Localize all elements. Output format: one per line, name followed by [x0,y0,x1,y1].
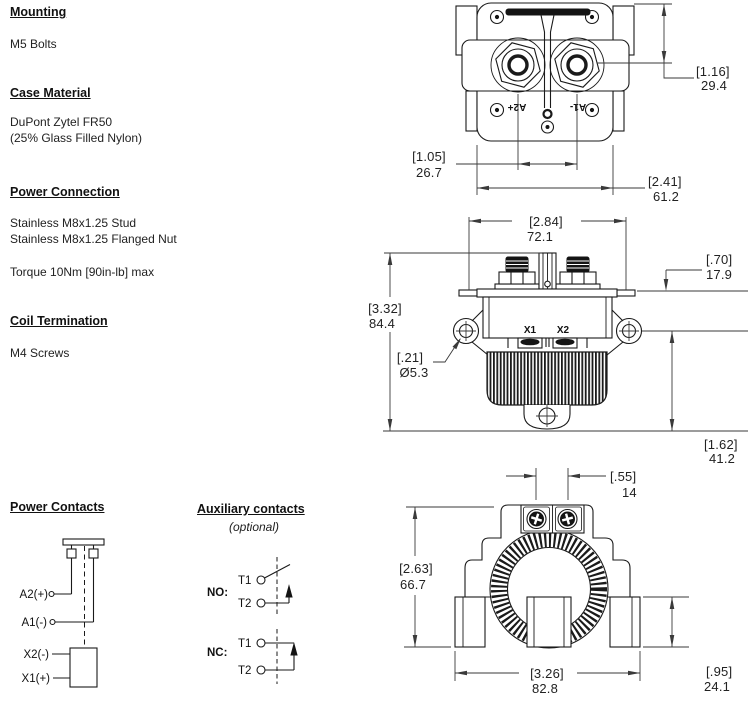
power-contact-label-a2: A2(+) [20,589,49,601]
top-view-body: A2+ A1- [455,2,635,142]
dim-foot-height-mm: 24.1 [704,679,730,694]
dim-stud-height-mm: 17.9 [706,267,732,282]
power-contact-label-x2: X2(-) [23,649,49,661]
dim-total-height-in: [3.32] [368,301,402,316]
dim-hole-mm: Ø5.3 [400,365,429,380]
coil-terminals [507,337,588,349]
dim-screw-spacing-in: [.55] [610,469,636,484]
aux-contacts-heading: Auxiliary contacts [197,502,305,516]
dim-lower-height-in: [1.62] [704,437,738,452]
case-material-heading: Case Material [10,86,91,100]
front-view-drawing: X1 X2 [2.84] 72.1 [.70] 17.9 [368,214,748,466]
dim-top-width-mm: 61.2 [653,189,679,204]
aux-no-label: NO: [207,587,228,599]
power-stud-left-front [494,256,540,291]
dim-hole-in: [.21] [397,350,423,365]
coil-termination-value: M4 Screws [10,346,70,360]
dim-foot-height-in: [.95] [706,664,732,679]
power-contacts-graphic [48,538,105,688]
coil-terminal-label-x2: X2 [557,325,570,336]
aux-no-graphic [256,557,293,615]
dim-lower-height-mm: 41.2 [709,451,735,466]
aux-nc-graphic [256,629,298,684]
dim-top-width-in: [2.41] [648,174,682,189]
aux-nc-t1-label: T1 [238,638,251,650]
dim-side-height-mm: 66.7 [400,577,426,592]
power-stud-right-front [555,256,601,291]
mounting-ear-left [452,308,489,356]
side-view-drawing: [.55] 14 [2.63] 66.7 [3.26] 82.8 [.95] 2… [399,468,732,696]
aux-nc-t2-label: T2 [238,665,251,677]
coil-terminal-label-x1: X1 [524,325,537,336]
coil-screw-housing [520,504,585,534]
power-connection-value-1: Stainless M8x1.25 Stud [10,216,137,230]
dim-screw-spacing-mm: 14 [622,485,637,500]
case-material-value-2: (25% Glass Filled Nylon) [10,131,143,145]
mounting-feet [454,596,641,648]
dim-side-height-in: [2.63] [399,561,433,576]
corner-screw-icons [489,9,600,118]
side-view-body [454,504,641,649]
terminal-label-a1: A1- [570,101,586,112]
aux-no-t1-label: T1 [238,575,251,587]
top-view-dimensions: [1.16] 29.4 [1.05] 26.7 [2.41] 61.2 [412,3,730,204]
power-contact-label-x1: X1(+) [22,673,51,685]
aux-nc-label: NC: [207,647,227,659]
power-contacts-schematic: A2(+) A1(-) X2(-) X1(+) [20,538,105,688]
power-connection-value-2: Stainless M8x1.25 Flanged Nut [10,232,177,246]
mounting-value: M5 Bolts [10,37,57,51]
front-view-body: X1 X2 [452,252,643,430]
coil-screw-icon-right [557,508,578,530]
dim-side-width-mm: 82.8 [532,681,558,696]
dim-front-width-in: [2.84] [529,214,563,229]
aux-contacts-schematic: NO: T1 T2 NC: T1 T2 [207,557,298,684]
dim-top-height-mm: 29.4 [701,78,727,93]
dim-top-height-in: [1.16] [696,64,730,79]
dim-front-width-mm: 72.1 [527,229,553,244]
mounting-ear-right [606,308,643,356]
dim-stud-spacing-mm: 26.7 [416,165,442,180]
aux-no-t2-label: T2 [238,598,251,610]
coil-termination-heading: Coil Termination [10,314,108,328]
center-post [538,252,557,290]
dim-stud-spacing-in: [1.05] [412,149,446,164]
case-material-value-1: DuPont Zytel FR50 [10,115,113,129]
power-contact-label-a1: A1(-) [21,617,47,629]
dim-stud-height-in: [.70] [706,252,732,267]
terminal-label-a2: A2+ [508,101,527,112]
top-view-drawing: A2+ A1- [1.16] 29.4 [1.05] 26.7 [2.41] 6… [412,2,730,204]
power-connection-heading: Power Connection [10,185,120,199]
dim-side-width-in: [3.26] [530,666,564,681]
front-view-dimensions: [2.84] 72.1 [.70] 17.9 [3.32] 84.4 [.21]… [368,214,748,466]
mounting-heading: Mounting [10,5,67,19]
side-view-dimensions: [.55] 14 [2.63] 66.7 [3.26] 82.8 [.95] 2… [399,468,732,696]
power-connection-torque: Torque 10Nm [90in-lb] max [10,265,155,279]
aux-contacts-subheading: (optional) [228,520,280,534]
bottom-tab [523,405,571,430]
center-slot [505,8,591,134]
coil-screw-icon-left [526,508,547,530]
power-contacts-heading: Power Contacts [10,500,105,514]
dim-total-height-mm: 84.4 [369,316,395,331]
finned-drum [486,351,608,406]
